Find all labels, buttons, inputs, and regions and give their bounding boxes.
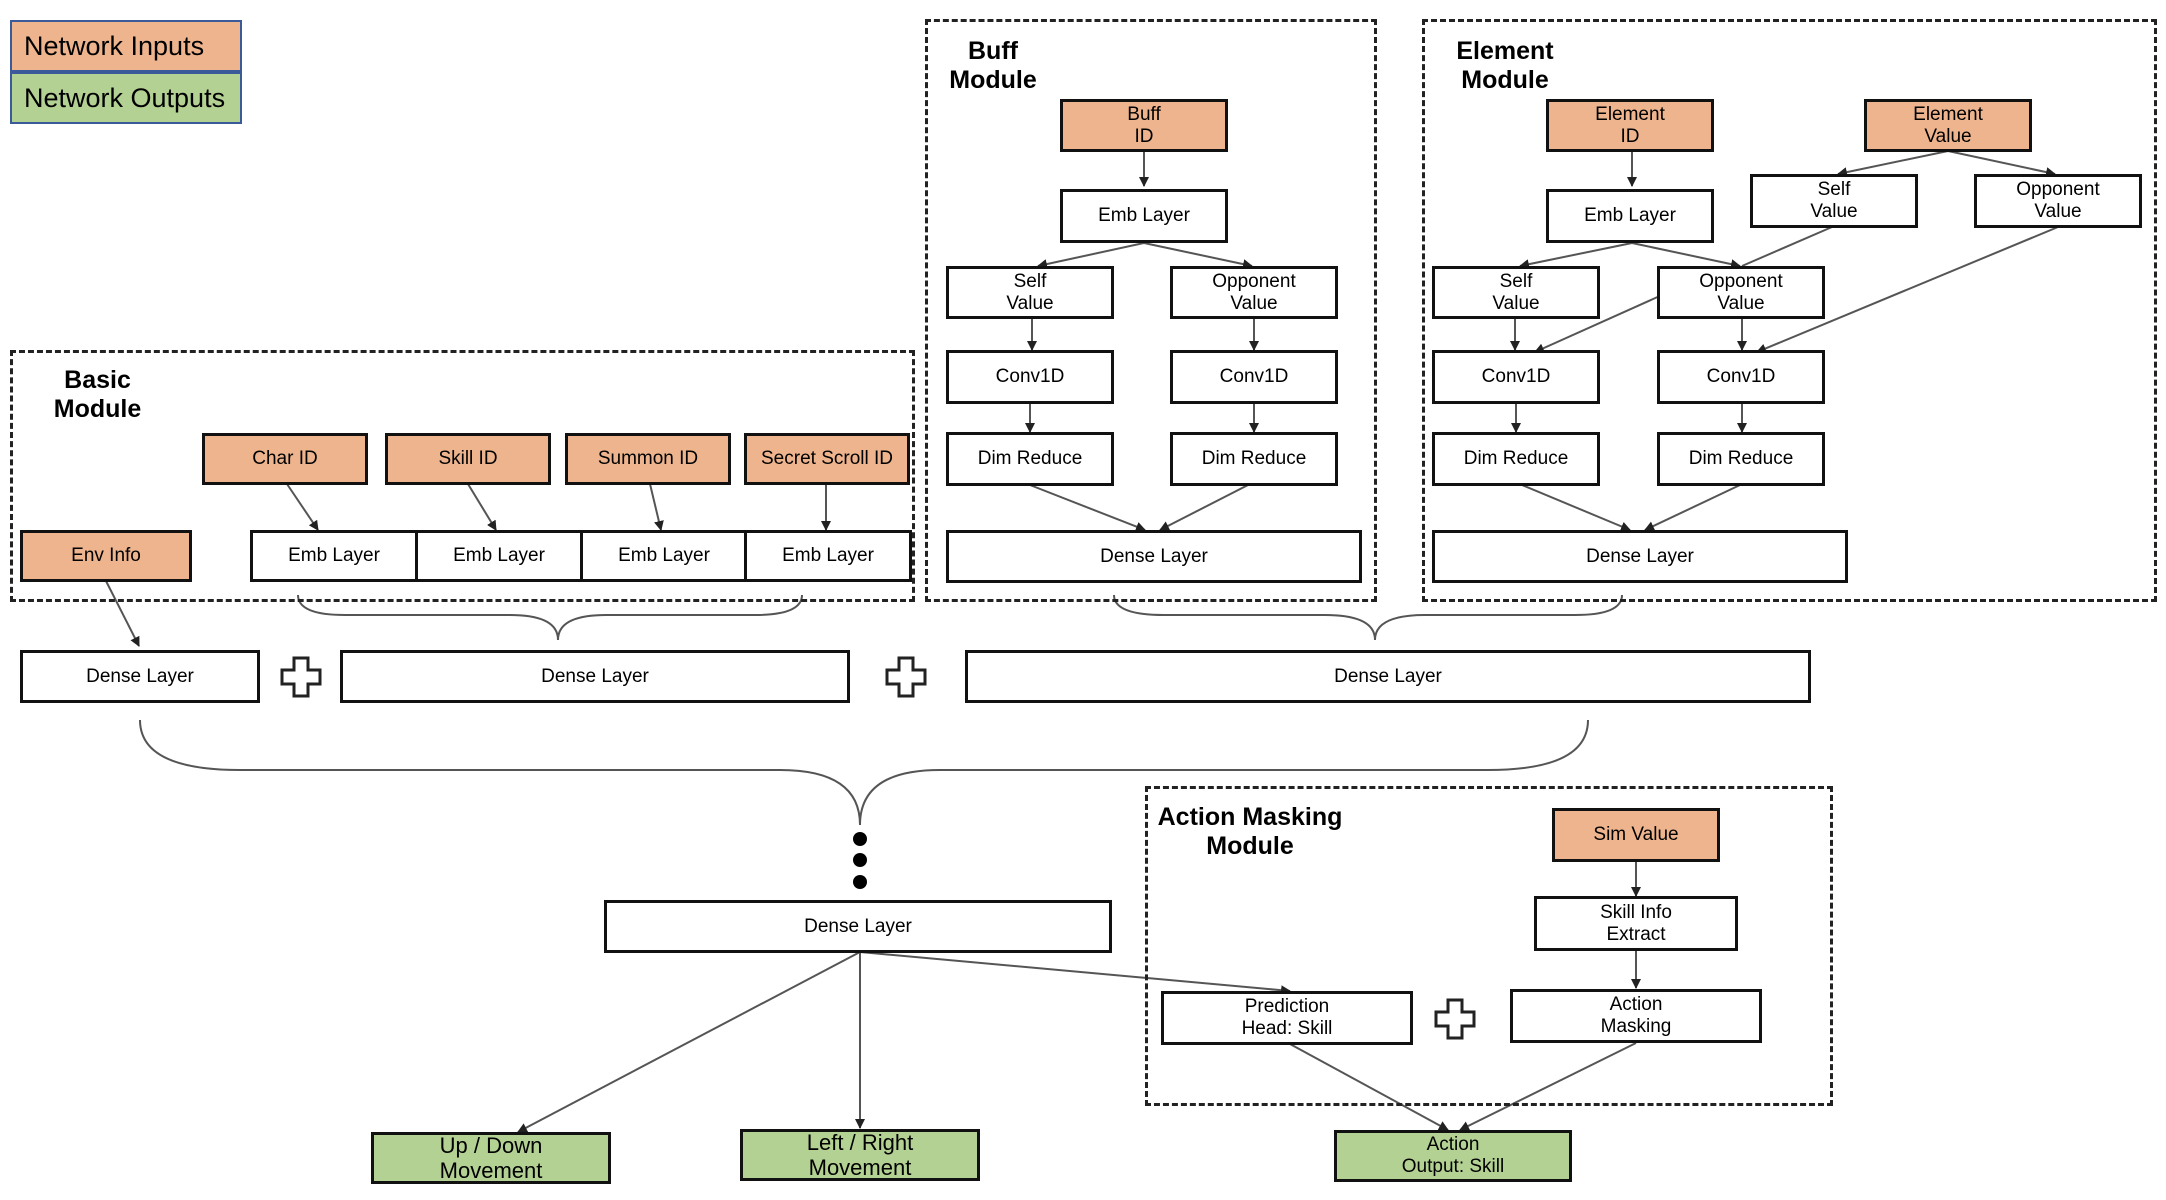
element-self-value: Self Value [1432,266,1600,319]
element-dim-reduce-left: Dim Reduce [1432,432,1600,486]
basic-emb-layer-1: Emb Layer [250,530,418,582]
basic-module-title: Basic Module [53,366,142,423]
arrow-element-selfvalue-line [1741,226,1833,267]
ellipsis-dot [853,832,867,846]
basic-dense-layer: Dense Layer [340,650,850,703]
arrow-buff-dim-dense-left [1029,484,1146,532]
element-module-frame [1422,19,2157,602]
buff-opponent-value: Opponent Value [1170,266,1338,319]
arrow-skill-id [467,483,497,531]
action-masking-box: Action Masking [1510,989,1762,1043]
action-output-skill: Action Output: Skill [1334,1130,1572,1182]
element-emb-layer: Emb Layer [1546,189,1714,243]
left-right-movement-output: Left / Right Movement [740,1129,980,1181]
legend-network-inputs: Network Inputs [10,20,242,72]
buff-emb-layer: Emb Layer [1060,189,1228,243]
element-value-opponent: Opponent Value [1974,174,2142,228]
basic-emb-layer-2: Emb Layer [415,530,583,582]
legend-network-outputs: Network Outputs [10,72,242,124]
element-conv1d-right: Conv1D [1657,350,1825,404]
env-dense-layer: Dense Layer [20,650,260,703]
skill-id-input: Skill ID [385,433,551,485]
buff-module-title: Buff Module [949,37,1037,94]
element-value-input: Element Value [1864,99,2032,152]
ellipsis-dot [853,853,867,867]
plus-icon [280,656,322,698]
skill-info-extract: Skill Info Extract [1534,896,1738,951]
arrow-buff-emb-opp [1143,242,1253,270]
char-id-input: Char ID [202,433,368,485]
buff-self-value: Self Value [946,266,1114,319]
basic-module-frame [10,350,915,602]
arrow-masking-action [1459,1042,1637,1131]
element-module-title: Element Module [1456,37,1554,94]
env-info-input: Env Info [20,530,192,582]
secret-scroll-id-input: Secret Scroll ID [744,433,910,485]
plus-icon [1434,998,1476,1040]
arrow-element-emb-opp [1631,242,1741,270]
arrow-element-emb-self [1519,242,1633,270]
element-id-input: Element ID [1546,99,1714,152]
summon-id-input: Summon ID [565,433,731,485]
arrow-element-value-self [1837,150,1949,178]
arrow-prediction-action [1289,1043,1449,1131]
buff-conv1d-right: Conv1D [1170,350,1338,404]
arrow-buff-emb-self [1037,242,1145,269]
buff-dim-reduce-left: Dim Reduce [946,432,1114,486]
buff-id-input: Buff ID [1060,99,1228,152]
arrow-element-dim-dense-left [1521,484,1631,532]
plus-icon [885,656,927,698]
buff-conv1d-left: Conv1D [946,350,1114,404]
arrow-dense-prediction [859,951,1291,996]
buff-dim-reduce-right: Dim Reduce [1170,432,1338,486]
arrow-char-id [286,483,319,531]
element-conv1d-left: Conv1D [1432,350,1600,404]
buff-module-frame [925,19,1377,602]
arrow-element-value-opp [1947,150,2056,177]
final-dense-layer: Dense Layer [604,900,1112,953]
brace-all-dense [139,719,1589,826]
action-masking-module-title: Action Masking Module [1157,803,1343,860]
up-down-movement-output: Up / Down Movement [371,1132,611,1184]
arrow-element-cross-right [1756,226,2059,354]
element-dense-layer: Dense Layer [1432,530,1848,583]
element-dim-reduce-right: Dim Reduce [1657,432,1825,486]
action-masking-module-frame [1145,786,1833,1106]
basic-emb-layer-4: Emb Layer [744,530,912,582]
prediction-head-skill: Prediction Head: Skill [1161,991,1413,1045]
basic-emb-layer-3: Emb Layer [580,530,748,582]
arrow-dense-updown [517,951,861,1133]
brace-buff-element [1113,594,1623,641]
arrow-element-dim-dense-right [1644,484,1741,531]
element-value-self: Self Value [1750,174,1918,228]
brace-emb-layers [297,594,803,641]
arrow-env-info [105,580,140,647]
element-opponent-value: Opponent Value [1657,266,1825,319]
buff-element-dense-layer: Dense Layer [965,650,1811,703]
ellipsis-dot [853,875,867,889]
arrow-summon-id [649,483,664,531]
buff-dense-layer: Dense Layer [946,530,1362,583]
sim-value-input: Sim Value [1552,808,1720,862]
arrow-buff-dim-dense-right [1159,484,1249,531]
